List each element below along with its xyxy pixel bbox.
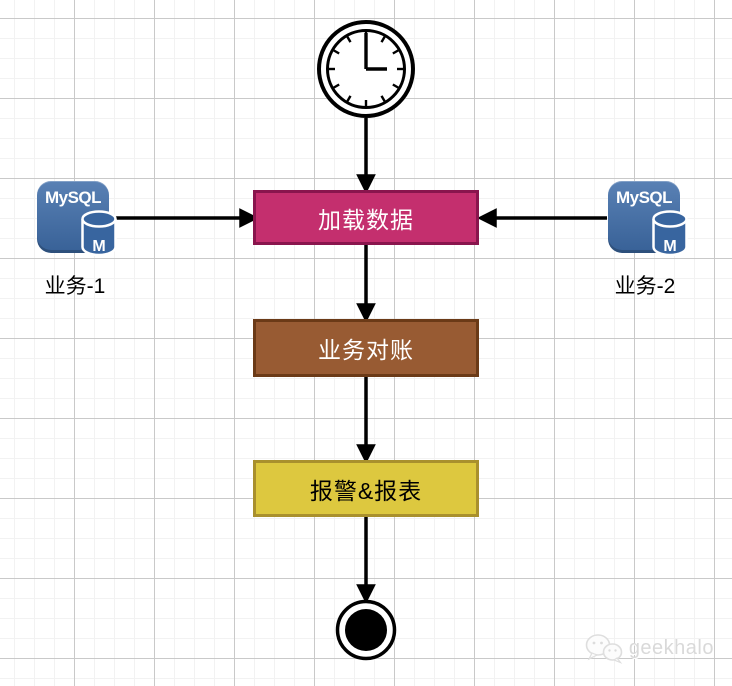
end-node-icon [335, 599, 397, 661]
watermark: geekhalo [584, 632, 714, 664]
node-reconcile: 业务对账 [253, 319, 479, 377]
arrowhead-db2-to-load [477, 208, 497, 228]
node-load-data-label: 加载数据 [318, 206, 414, 233]
database-cylinder-icon-db1: M [81, 210, 117, 257]
database-cylinder-icon-db2: M [652, 210, 688, 257]
mysql-logo-text: MySQL [44, 188, 102, 207]
cylinder-letter: M [663, 238, 676, 255]
mysql-logo-text: MySQL [615, 188, 673, 207]
wechat-logo-icon [585, 634, 623, 664]
arrowhead-load-to-reconcile [356, 303, 376, 323]
db2-label: 业务-2 [614, 275, 676, 298]
db1-label: 业务-1 [44, 275, 106, 298]
node-alert-report-label: 报警&报表 [309, 477, 423, 504]
node-reconcile-label: 业务对账 [318, 337, 414, 363]
node-load-data: 加载数据 [253, 190, 479, 245]
cylinder-letter: M [92, 238, 105, 255]
watermark-text: geekhalo [628, 636, 714, 659]
node-alert-report: 报警&报表 [253, 460, 479, 517]
arrowhead-clock-to-load [356, 174, 376, 194]
clock-icon [317, 20, 415, 118]
arrowhead-reconcile-to-report [356, 444, 376, 464]
